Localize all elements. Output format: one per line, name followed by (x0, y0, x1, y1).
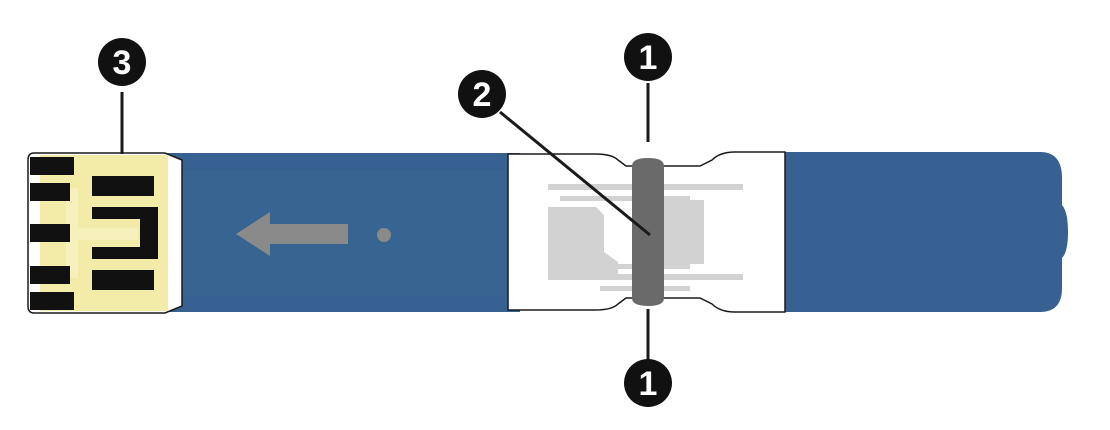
contact-pad-7 (92, 207, 158, 259)
electrode-line-top-2 (560, 196, 690, 201)
contact-pad-4 (30, 266, 70, 284)
callout-3-label: 3 (113, 44, 132, 82)
contact-trace-2 (78, 228, 138, 240)
contact-pad-3 (30, 224, 70, 242)
callout-lines (120, 83, 651, 362)
callout-1-bottom: 1 (624, 359, 672, 407)
contact-pad-6 (92, 176, 154, 196)
contact-trace-1 (66, 188, 78, 278)
left-arrow-icon (236, 212, 348, 256)
contact-pad-1 (30, 157, 74, 175)
contact-pad-8 (92, 270, 154, 290)
callout-1-top-label: 1 (639, 39, 658, 77)
test-strip (27, 151, 1068, 314)
contact-pad-5 (30, 292, 74, 310)
dot-icon (377, 228, 391, 242)
callout-line-2 (499, 110, 651, 237)
strip-body-right (760, 152, 1068, 312)
electrode-line-bottom-1 (560, 264, 690, 269)
callout-3: 3 (98, 38, 146, 86)
callout-2-label: 2 (473, 76, 492, 114)
electrode-left (548, 207, 618, 278)
contact-pad-2 (30, 183, 70, 201)
callout-1-top: 1 (624, 33, 672, 81)
callout-2: 2 (458, 70, 506, 118)
contact-end (27, 152, 183, 314)
callout-1-bottom-label: 1 (639, 365, 658, 403)
